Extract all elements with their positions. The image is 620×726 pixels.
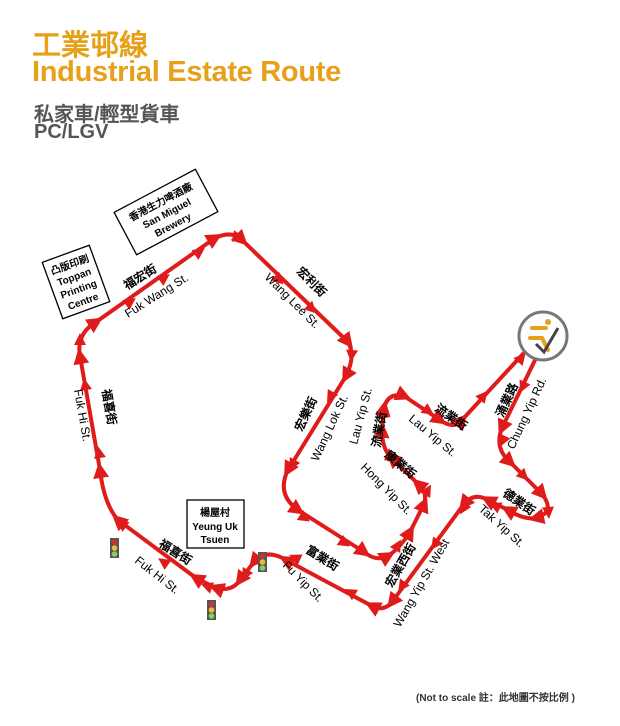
landmark-san-miguel: 香港生力啤酒廠 San Miguel Brewery bbox=[113, 168, 219, 256]
landmark-yeung-uk-tsuen: 楊屋村 Yeung Uk Tsuen bbox=[186, 499, 245, 549]
label-fu-yip-en: Fu Yip St. bbox=[280, 558, 327, 605]
traffic-light-icon bbox=[207, 600, 216, 620]
svg-text:Yeung Uk: Yeung Uk bbox=[192, 522, 238, 533]
label-fuk-hi-vertical-en: Fuk Hi St. bbox=[71, 388, 94, 442]
vehicle-type-english: PC/LGV bbox=[34, 121, 109, 143]
label-fu-yip-zh: 富業街 bbox=[303, 542, 341, 574]
label-tak-yip-zh: 德業街 bbox=[500, 485, 538, 518]
traffic-light-icon bbox=[110, 538, 119, 558]
title-chinese: 工業邨線 bbox=[32, 30, 149, 62]
title-english: Industrial Estate Route bbox=[32, 56, 341, 88]
svg-text:楊屋村: 楊屋村 bbox=[200, 506, 230, 519]
svg-text:Tsuen: Tsuen bbox=[201, 535, 230, 546]
landmark-toppan: 凸版印刷 Toppan Printing Centre bbox=[41, 244, 111, 320]
industrial-estate-destination-icon bbox=[517, 310, 569, 362]
traffic-light-icon bbox=[258, 552, 267, 572]
label-fuk-hi-vertical-zh: 福喜街 bbox=[99, 387, 120, 426]
not-to-scale-note: (Not to scale 註：此地圖不按比例 ) bbox=[416, 693, 575, 704]
vehicle-type-chinese: 私家車/輕型貨車 bbox=[34, 104, 180, 126]
label-lau-yip-vertical-zh: 流業街 bbox=[368, 410, 389, 448]
route-arrows bbox=[74, 230, 554, 601]
label-hong-yip-zh: 康業街 bbox=[382, 447, 419, 482]
